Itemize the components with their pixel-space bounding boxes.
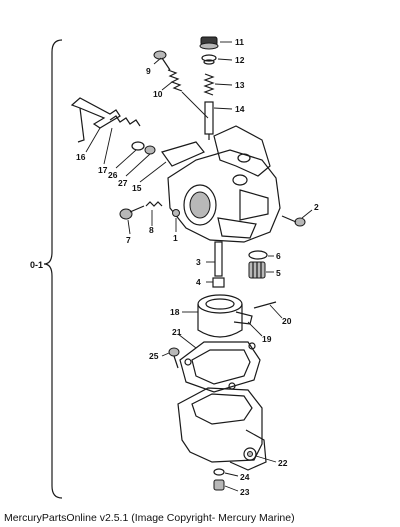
filter-5 — [248, 261, 266, 279]
plug-1 — [172, 209, 180, 217]
drain-screw-23 — [213, 479, 225, 491]
callout-25: 25 — [149, 351, 159, 361]
washer-24 — [213, 468, 225, 476]
callout-9: 9 — [146, 66, 151, 76]
callout-10: 10 — [153, 89, 163, 99]
assembly-label: 0-1 — [30, 260, 43, 270]
washer-12 — [201, 54, 217, 65]
callout-14: 14 — [235, 104, 245, 114]
idle-cap-11 — [199, 36, 219, 50]
callout-12: 12 — [235, 55, 245, 65]
callout-24: 24 — [240, 472, 250, 482]
throttle-lever-16 — [70, 97, 121, 143]
callout-5: 5 — [276, 268, 281, 278]
pin-3 — [214, 241, 223, 277]
float-18 — [197, 294, 253, 338]
float-bowl-22 — [177, 387, 267, 471]
screw-2 — [281, 215, 306, 227]
spring-10 — [167, 69, 183, 92]
callout-13: 13 — [235, 80, 245, 90]
callout-2: 2 — [314, 202, 319, 212]
callout-11: 11 — [235, 37, 244, 47]
callout-8: 8 — [149, 225, 154, 235]
screw-7 — [119, 205, 145, 220]
inlet-needle-4 — [212, 277, 225, 288]
callout-4: 4 — [196, 277, 201, 287]
callout-26: 26 — [108, 170, 118, 180]
callout-15: 15 — [132, 183, 142, 193]
carburetor-exploded-diagram: 0-1 — [30, 36, 319, 499]
carburetor-body — [167, 125, 281, 243]
callout-20: 20 — [282, 316, 292, 326]
callout-21: 21 — [172, 327, 182, 337]
throttle-plate-15 — [161, 141, 205, 167]
spring-8 — [145, 201, 163, 207]
spring-13 — [203, 73, 215, 96]
callout-7: 7 — [126, 235, 131, 245]
callout-23: 23 — [240, 487, 250, 497]
callout-22: 22 — [278, 458, 288, 468]
spring-17 — [109, 115, 141, 127]
callout-6: 6 — [276, 251, 281, 261]
gasket-21 — [179, 341, 261, 393]
screw-25 — [168, 347, 180, 369]
callout-19: 19 — [262, 334, 272, 344]
shaft-27-26 — [131, 141, 156, 155]
needle-14 — [204, 101, 214, 140]
assembly-bracket — [43, 39, 63, 499]
screw-9 — [153, 50, 171, 71]
callout-17: 17 — [98, 165, 108, 175]
image-copyright-caption: MercuryPartsOnline v2.5.1 (Image Copyrig… — [4, 512, 295, 524]
float-pin-20 — [253, 301, 277, 309]
gasket-6 — [248, 250, 268, 260]
callout-18: 18 — [170, 307, 180, 317]
callout-3: 3 — [196, 257, 201, 267]
callout-27: 27 — [118, 178, 128, 188]
callout-1: 1 — [173, 233, 178, 243]
callout-16: 16 — [76, 152, 86, 162]
